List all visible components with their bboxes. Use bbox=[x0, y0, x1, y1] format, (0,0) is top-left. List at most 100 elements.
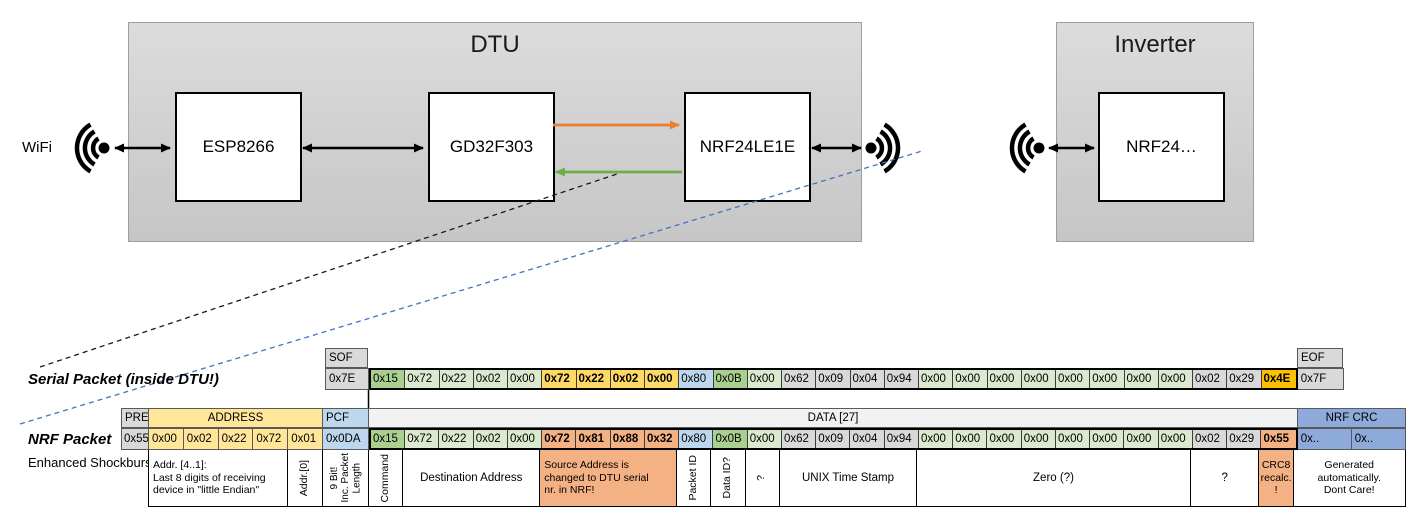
annotation-text: Destination Address bbox=[420, 472, 523, 484]
byte-cell: 0x94 bbox=[884, 370, 919, 388]
annotation-cell: Data ID? bbox=[711, 450, 746, 507]
annotation-cell: ? bbox=[1190, 450, 1260, 507]
enhanced-shockburst-label: Enhanced Shockburst bbox=[28, 455, 156, 470]
column-header: PCF bbox=[323, 408, 369, 428]
column-header: NRF CRC bbox=[1298, 408, 1406, 428]
byte-cell: 0x80 bbox=[679, 430, 714, 448]
byte-cell: 0x00 bbox=[507, 430, 543, 448]
byte-cell: 0x72 bbox=[542, 370, 577, 388]
annotation-cell: Command bbox=[368, 450, 404, 507]
byte-cell: 0x04 bbox=[850, 370, 885, 388]
gd32f303-label: GD32F303 bbox=[449, 137, 534, 156]
esp8266-label: ESP8266 bbox=[202, 137, 275, 156]
annotation-text: Zero (?) bbox=[1033, 472, 1074, 484]
inverter-antenna-icon bbox=[1009, 122, 1045, 174]
annotation-text: UNIX Time Stamp bbox=[801, 472, 894, 484]
byte-cell: 0x15 bbox=[371, 370, 406, 388]
byte-cell: 0x00 bbox=[953, 370, 988, 388]
annotation-cell: Addr. [4..1]: Last 8 digits of receiving… bbox=[149, 450, 289, 507]
column-header: DATA [27] bbox=[369, 408, 1298, 428]
byte-cell: 0x00 bbox=[1090, 430, 1125, 448]
byte-cell: 0x02 bbox=[473, 370, 508, 388]
annotation-cell: Destination Address bbox=[403, 450, 541, 507]
nrf24le1e-box: NRF24LE1E bbox=[684, 92, 811, 202]
byte-cell: 0x88 bbox=[610, 430, 645, 448]
annotation-text: Generated automatically. Dont Care! bbox=[1317, 458, 1381, 497]
byte-cell: 0x00 bbox=[1055, 430, 1091, 448]
annotation-cell: UNIX Time Stamp bbox=[779, 450, 917, 507]
nrf-packet-label: NRF Packet bbox=[28, 431, 112, 448]
annotation-cell: Generated automatically. Dont Care! bbox=[1293, 450, 1406, 507]
annotation-cell: Zero (?) bbox=[916, 450, 1191, 507]
byte-cell: 0x.. bbox=[1351, 428, 1406, 450]
inverter-title: Inverter bbox=[1114, 31, 1196, 58]
byte-cell: 0x04 bbox=[850, 430, 885, 448]
byte-cell: 0x00 bbox=[747, 370, 782, 388]
byte-cell: 0x00 bbox=[1124, 370, 1159, 388]
column-header: PRE bbox=[122, 408, 149, 428]
byte-cell: 0x02 bbox=[610, 370, 645, 388]
byte-cell: 0x72 bbox=[542, 430, 577, 448]
annotation-text: Command bbox=[378, 453, 391, 503]
byte-cell: 0x15 bbox=[370, 430, 406, 448]
byte-cell: 0x00 bbox=[1158, 370, 1193, 388]
byte-cell: 0x00 bbox=[987, 430, 1022, 448]
byte-cell: 0x22 bbox=[576, 370, 611, 388]
wifi-label: WiFi bbox=[22, 139, 52, 156]
byte-cell: 0x09 bbox=[816, 370, 851, 388]
sof-value-cell: 0x7E bbox=[326, 368, 369, 390]
sof-header: SOF bbox=[325, 348, 368, 368]
annotation-text: Data ID? bbox=[721, 457, 734, 499]
byte-cell: 0x0B bbox=[713, 370, 748, 388]
pre-value-cell: 0x55 bbox=[122, 428, 149, 450]
dtu-antenna-icon bbox=[865, 122, 901, 174]
annotation-cell: Source Address is changed to DTU serial … bbox=[540, 450, 678, 507]
column-header: ADDRESS bbox=[149, 408, 323, 428]
annotation-text: ? bbox=[755, 475, 768, 481]
inverter-nrf24-label: NRF24… bbox=[1126, 137, 1197, 156]
byte-cell: 0x94 bbox=[884, 430, 919, 448]
annotation-text: Addr.[0] bbox=[298, 459, 311, 497]
byte-cell: 0x32 bbox=[644, 430, 680, 448]
eof-header: EOF bbox=[1297, 348, 1343, 368]
esp8266-box: ESP8266 bbox=[175, 92, 302, 202]
annotation-cell: Addr.[0] bbox=[288, 450, 323, 507]
byte-cell: 0x00 bbox=[919, 370, 954, 388]
annotation-text: ? bbox=[1221, 472, 1228, 484]
annotation-cell: 9 Bit! Inc. Packet Length bbox=[322, 450, 369, 507]
byte-cell: 0x00 bbox=[987, 370, 1022, 388]
byte-cell: 0x29 bbox=[1227, 370, 1262, 388]
nrf-crc-bytes: 0x..0x.. bbox=[1297, 428, 1406, 450]
byte-cell: 0x00 bbox=[149, 428, 184, 450]
byte-cell: 0x02 bbox=[473, 430, 508, 448]
byte-cell: 0x00 bbox=[1056, 370, 1091, 388]
byte-cell: 0x00 bbox=[918, 430, 954, 448]
annotation-cell: ? bbox=[745, 450, 780, 507]
byte-cell: 0x72 bbox=[405, 370, 440, 388]
nrf-annotation-row: Addr. [4..1]: Last 8 digits of receiving… bbox=[148, 450, 1406, 507]
byte-cell: 0x02 bbox=[183, 428, 219, 450]
wifi-waves-icon bbox=[74, 122, 110, 174]
dtu-title: DTU bbox=[470, 31, 520, 58]
nrf24le1e-label: NRF24LE1E bbox=[699, 137, 796, 156]
byte-cell: 0x00 bbox=[1021, 370, 1056, 388]
byte-cell: 0x02 bbox=[1192, 430, 1228, 448]
byte-cell: 0x.. bbox=[1297, 428, 1352, 450]
byte-cell: 0x55 bbox=[1261, 430, 1296, 448]
byte-cell: 0x22 bbox=[439, 370, 474, 388]
byte-cell: 0x81 bbox=[576, 430, 611, 448]
byte-cell: 0x62 bbox=[781, 430, 817, 448]
annotation-text: Source Address is changed to DTU serial … bbox=[544, 458, 649, 497]
byte-cell: 0x80 bbox=[679, 370, 714, 388]
annotation-cell: CRC8 recalc. ! bbox=[1259, 450, 1294, 507]
gd32f303-box: GD32F303 bbox=[428, 92, 555, 202]
byte-cell: 0x72 bbox=[405, 430, 440, 448]
byte-cell: 0x00 bbox=[508, 370, 543, 388]
annotation-text: 9 Bit! Inc. Packet Length bbox=[328, 453, 363, 503]
byte-cell: 0x0B bbox=[713, 430, 748, 448]
